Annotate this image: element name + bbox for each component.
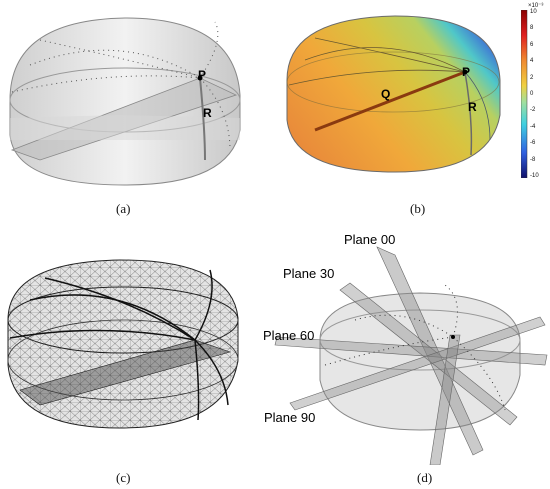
colorbar-tick-label: 6 <box>530 41 534 48</box>
caption-a: (a) <box>116 201 131 216</box>
point-r-label-b: R <box>468 100 477 114</box>
colorbar-tick-label: 4 <box>530 58 534 65</box>
colorbar-tick-label: -6 <box>530 140 536 147</box>
plane-90-label: Plane 90 <box>264 410 316 425</box>
plane-00-label: Plane 00 <box>344 232 396 247</box>
colorbar-exponent: ×10⁻³ <box>528 3 544 9</box>
point-r-label-a: R <box>203 106 212 120</box>
panel-b-field-plot <box>286 15 501 173</box>
point-p-label-b: P <box>462 65 471 79</box>
point-q-label-b: Q <box>381 87 391 101</box>
panel-a-geometry <box>9 17 241 186</box>
colorbar <box>521 10 528 178</box>
caption-c: (c) <box>116 470 131 485</box>
panel-d-planes <box>274 246 548 465</box>
colorbar-tick-label: -8 <box>530 156 536 163</box>
caption-d: (d) <box>417 470 433 485</box>
colorbar-tick-label: -2 <box>530 107 536 114</box>
plane-30-label: Plane 30 <box>283 266 335 281</box>
colorbar-tick-label: 2 <box>530 74 534 81</box>
colorbar-tick-label: 0 <box>530 91 534 97</box>
caption-b: (b) <box>410 201 426 216</box>
colorbar-tick-label: -4 <box>530 123 536 130</box>
colorbar-tick-label: 8 <box>530 25 534 32</box>
panel-c-mesh <box>7 259 239 429</box>
colorbar-tick-label: -10 <box>530 173 539 179</box>
plane-60-label: Plane 60 <box>263 328 315 343</box>
colorbar-tick-label: 10 <box>530 9 537 15</box>
point-p-label-a: P <box>198 68 207 82</box>
